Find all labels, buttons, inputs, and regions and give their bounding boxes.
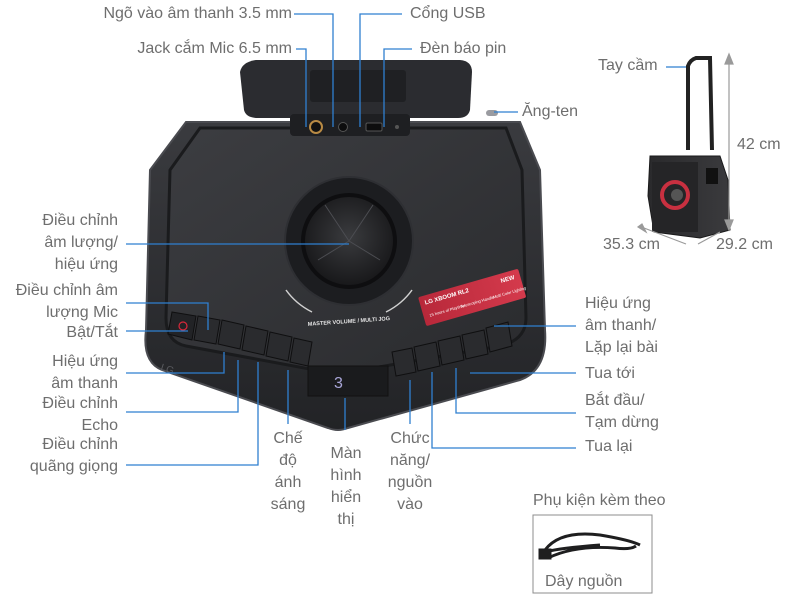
label-mic-volume: Điều chỉnh âm lượng Mic [16, 280, 118, 324]
label-line: âm thanh [51, 375, 118, 392]
battery-led [395, 125, 399, 129]
label-line: thị [337, 511, 355, 528]
skip-forward-button[interactable] [461, 329, 489, 360]
label-line: Điều chỉnh [42, 212, 118, 229]
key-changer-button[interactable] [265, 331, 293, 362]
label-line: Chế [273, 430, 303, 447]
speaker-top-view: MASTER VOLUME / MULTI JOG LG XBOOM RL2 N… [144, 60, 547, 431]
label-play-pause: Bắt đầu/ Tạm dừng [585, 390, 659, 434]
label-echo: Điều chỉnh Echo [42, 393, 118, 437]
knob-caption: MASTER VOLUME / MULTI JOG [308, 316, 391, 328]
label-usb-port: Cổng USB [410, 5, 486, 22]
label-power: Bật/Tắt [66, 324, 118, 341]
echo-button[interactable] [241, 325, 269, 356]
label-vocal-effects: Hiệu ứng âm thanh [51, 351, 118, 395]
label-skip-back: Tua lại [585, 438, 633, 455]
label-height: 42 cm [737, 136, 781, 153]
label-skip-forward: Tua tới [585, 365, 635, 382]
label-line: nguồn [387, 474, 433, 491]
label-line: Màn [330, 445, 362, 462]
label-line: ánh [274, 474, 302, 491]
label-line: âm thanh/ [585, 317, 657, 334]
label-line: Hiệu ứng [52, 353, 118, 370]
label-key-changer: Điều chỉnh quãng giọng [30, 434, 118, 478]
trolley-speaker-view [636, 52, 734, 245]
label-line: vào [397, 496, 423, 513]
product-badge: LG XBOOM RL2 NEW 15 hours of Playtime Te… [418, 269, 527, 326]
label-line: lượng Mic [46, 304, 118, 321]
audio-in-port [338, 122, 348, 132]
display-window [307, 365, 389, 397]
power-button[interactable] [167, 311, 197, 341]
label-line: Điều chỉnh [42, 436, 118, 453]
right-button-row [391, 321, 513, 377]
label-line: âm lượng/ [44, 234, 118, 251]
label-line: Hiệu ứng [585, 295, 651, 312]
knob-arrow-left [285, 289, 313, 313]
accessory-box [532, 514, 653, 594]
label-display: Màn hình hiển thị [324, 443, 368, 531]
label-line: sáng [270, 496, 306, 513]
label-volume-effect: Điều chỉnh âm lượng/ hiệu ứng [42, 210, 118, 276]
speaker-ring [660, 180, 690, 210]
power-cord-image [538, 532, 641, 560]
lighting-button[interactable] [289, 337, 313, 367]
label-width: 35.3 cm [603, 236, 660, 253]
label-line: Lặp lại bài [585, 339, 658, 356]
port-strip [290, 114, 410, 136]
mic-jack-port [309, 120, 323, 134]
skip-back-button[interactable] [413, 341, 441, 372]
label-battery-led: Đèn báo pin [420, 40, 507, 57]
label-antenna: Ăng-ten [522, 103, 579, 120]
antenna-nub [486, 110, 498, 116]
handle-grip [310, 70, 406, 102]
label-sound-effect-repeat: Hiệu ứng âm thanh/ Lặp lại bài [585, 293, 658, 359]
label-power-cord: Dây nguồn [545, 573, 623, 590]
knob-arrow-right [385, 289, 413, 313]
label-line: Điều chỉnh [42, 395, 118, 412]
label-lighting: Chế độ ánh sáng [266, 428, 310, 516]
label-mic-jack: Jack cắm Mic 6.5 mm [137, 40, 292, 57]
svg-text:NEW: NEW [500, 275, 515, 285]
leader-lines [126, 13, 690, 466]
power-icon [178, 321, 188, 331]
label-line: độ [279, 452, 297, 469]
usb-port [365, 122, 383, 132]
label-line: hiệu ứng [54, 256, 118, 273]
accessories-title: Phụ kiện kèm theo [533, 492, 666, 509]
label-line: Echo [81, 417, 118, 434]
label-line: quãng giọng [29, 458, 118, 475]
display-readout: 3 [334, 375, 343, 392]
label-line: Chức [390, 430, 430, 447]
function-button[interactable] [391, 347, 417, 377]
label-function: Chức năng/ nguồn vào [380, 428, 440, 516]
label-line: Tạm dừng [585, 414, 659, 431]
vocal-effects-button[interactable] [217, 319, 245, 350]
label-line: hình [330, 467, 362, 484]
label-line: Điều chỉnh âm [15, 282, 118, 299]
telescoping-handle [686, 56, 714, 151]
label-audio-in: Ngõ vào âm thanh 3.5 mm [103, 5, 292, 22]
play-pause-button[interactable] [437, 335, 465, 366]
label-line: hiển [330, 489, 362, 506]
side-grip [706, 168, 718, 184]
mic-vol-button[interactable] [193, 315, 221, 345]
label-line: năng/ [389, 452, 431, 469]
label-handle: Tay cầm [598, 57, 658, 74]
sound-effect-button[interactable] [485, 321, 513, 353]
label-line: Bắt đầu/ [585, 392, 645, 409]
label-depth: 29.2 cm [716, 236, 773, 253]
left-button-row [167, 311, 313, 367]
